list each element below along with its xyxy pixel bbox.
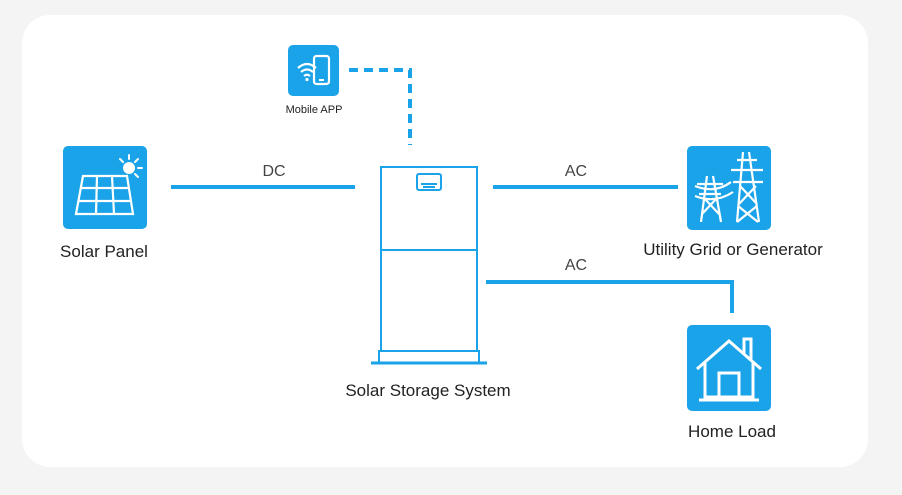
storage-label: Solar Storage System (345, 381, 511, 400)
dc-label: DC (262, 163, 286, 180)
house-icon (687, 325, 771, 411)
mobile-app-icon (288, 45, 339, 96)
transmission-tower-icon (687, 146, 771, 230)
home-label: Home Load (688, 422, 776, 441)
ac-grid-label: AC (564, 163, 588, 180)
mobile-app-label: Mobile APP (285, 104, 343, 116)
ac-home-line (486, 280, 734, 313)
grid-label: Utility Grid or Generator (643, 240, 823, 259)
solar-panel-icon (63, 146, 147, 229)
ac-home-label: AC (564, 257, 588, 274)
app-link-line (349, 68, 412, 145)
solar-panel-label: Solar Panel (60, 242, 148, 261)
